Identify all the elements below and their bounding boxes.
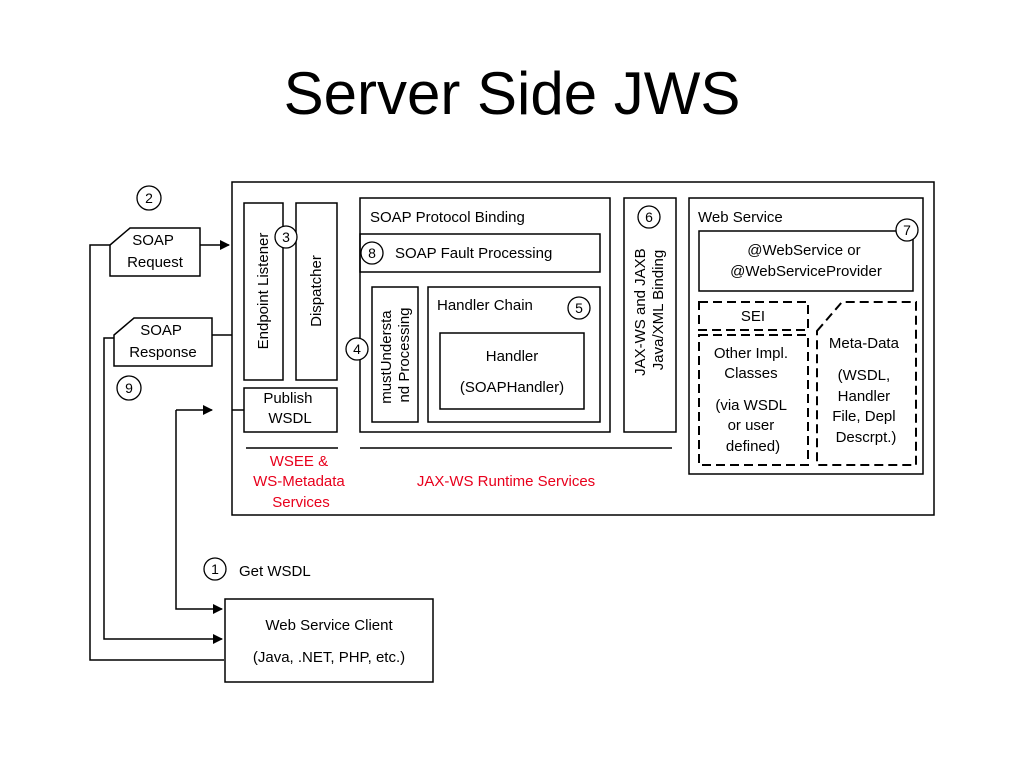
jaxws-runtime-label: JAX-WS Runtime Services	[417, 473, 595, 490]
step-marker-7: 7	[895, 218, 919, 242]
step-marker-4: 4	[345, 337, 369, 361]
soap-response-card	[113, 317, 213, 367]
other-impl-box	[698, 334, 809, 466]
must-understand-label: mustUndersta nd Processing	[378, 306, 413, 404]
step-marker-9: 9	[116, 375, 142, 401]
step-marker-1: 1	[203, 557, 227, 581]
step-marker-8: 8	[360, 241, 384, 265]
svg-text:1: 1	[211, 561, 219, 577]
svg-text:5: 5	[575, 300, 583, 316]
svg-text:4: 4	[353, 341, 361, 357]
sei-label: SEI	[741, 308, 765, 325]
webservice-annotation-label: @WebService or @WebServiceProvider	[730, 242, 882, 280]
svg-text:6: 6	[645, 209, 653, 225]
meta-data-label: Meta-Data (WSDL, Handler File, Depl Desc…	[829, 335, 903, 446]
handler-chain-label: Handler Chain	[437, 297, 533, 314]
soap-handler-label: (SOAPHandler)	[460, 379, 564, 396]
sei-box	[698, 301, 809, 331]
svg-text:3: 3	[282, 229, 290, 245]
request-connector	[89, 244, 224, 661]
soap-fault-processing-label: SOAP Fault Processing	[395, 245, 552, 262]
must-understand-box	[371, 286, 419, 423]
svg-text:7: 7	[903, 222, 911, 238]
web-service-box	[688, 197, 924, 475]
other-impl-label: Other Impl. Classes (via WSDL or user de…	[714, 345, 792, 455]
soap-response-label: SOAP Response	[129, 322, 197, 361]
jaxws-binding-box	[623, 197, 677, 433]
wsee-services-label: WSEE & WS-Metadata Services	[253, 453, 349, 511]
step-marker-6: 6	[637, 205, 661, 229]
handler-chain-box	[427, 286, 601, 423]
dispatcher-box	[295, 202, 338, 381]
step-marker-5: 5	[567, 296, 591, 320]
svg-text:8: 8	[368, 245, 376, 261]
dispatcher-label: Dispatcher	[308, 255, 325, 327]
web-service-client-platforms: (Java, .NET, PHP, etc.)	[253, 649, 405, 666]
soap-protocol-binding-label: SOAP Protocol Binding	[370, 209, 525, 226]
get-wsdl-label: Get WSDL	[239, 563, 311, 580]
handler-label: Handler	[486, 348, 539, 365]
svg-text:9: 9	[125, 380, 133, 396]
jaxws-binding-label: JAX-WS and JAXB Java/XML Binding	[632, 244, 667, 376]
webservice-annotation-box	[698, 230, 914, 292]
web-service-label: Web Service	[698, 209, 783, 226]
soap-fault-processing-box	[359, 233, 601, 273]
soap-protocol-binding-box	[359, 197, 611, 433]
web-service-client-label: Web Service Client	[265, 617, 393, 634]
step-marker-2: 2	[136, 185, 162, 211]
step-marker-3: 3	[274, 225, 298, 249]
page-title: Server Side JWS	[283, 60, 741, 127]
soap-request-label: SOAP Request	[127, 232, 184, 271]
meta-data-box	[816, 301, 917, 466]
wsdl-connector	[175, 410, 223, 614]
publish-wsdl-label: Publish WSDL	[263, 390, 316, 427]
soap-request-card	[109, 227, 201, 277]
endpoint-listener-box	[243, 202, 284, 381]
web-service-client-box	[224, 598, 434, 683]
server-frame	[231, 181, 935, 516]
response-connector	[103, 337, 223, 644]
endpoint-listener-label: Endpoint Listener	[255, 233, 272, 350]
svg-text:2: 2	[145, 190, 153, 206]
handler-box	[439, 332, 585, 410]
